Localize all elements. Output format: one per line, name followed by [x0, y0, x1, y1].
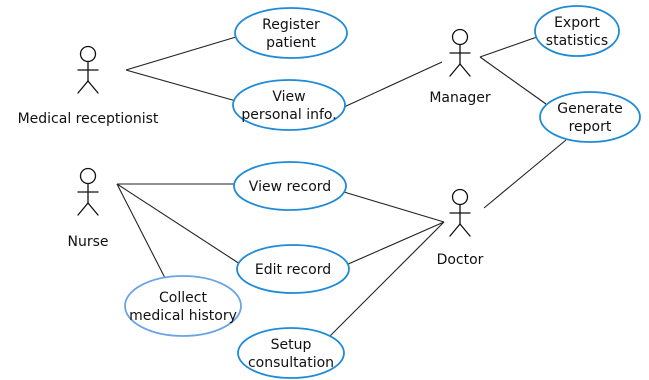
- actor-head: [79, 45, 97, 63]
- use-case-setup: Setup consultation: [237, 327, 345, 379]
- association-doctor-editrecord: [345, 221, 445, 266]
- actor-label: Nurse: [67, 234, 108, 250]
- use-case-ellipse: [534, 5, 620, 57]
- actor-manager: Manager: [429, 28, 491, 106]
- association-nurse-editrecord: [116, 183, 241, 265]
- use-case-label: Setup: [271, 337, 312, 353]
- use-case-ellipse: [233, 161, 347, 211]
- use-case-ellipse: [237, 327, 345, 379]
- use-case-ellipse: [124, 275, 242, 337]
- use-case-label: consultation: [248, 355, 334, 371]
- association-receptionist-register: [125, 36, 237, 71]
- use-case-viewrecord: View record: [233, 161, 347, 211]
- use-case-ellipse: [234, 7, 348, 59]
- association-doctor-generate: [483, 139, 567, 209]
- use-case-label: Collect: [159, 290, 207, 306]
- actor-left-leg: [449, 63, 461, 77]
- use-case-label: statistics: [546, 33, 608, 49]
- association-doctor-viewrecord: [343, 191, 445, 223]
- use-case-ellipse: [539, 91, 641, 143]
- actor-left-leg: [77, 80, 89, 94]
- association-nurse-collect: [116, 183, 166, 279]
- use-case-editrecord: Edit record: [236, 244, 350, 294]
- use-case-register: Register patient: [234, 7, 348, 59]
- use-case-collect: Collect medical history: [124, 275, 242, 337]
- actor-left-leg: [77, 202, 89, 216]
- actor-head: [451, 188, 469, 206]
- actor-nurse: Nurse: [67, 167, 109, 250]
- use-case-export: Export statistics: [534, 5, 620, 57]
- actor-right-leg: [87, 202, 99, 216]
- actor-right-leg: [87, 80, 99, 94]
- use-case-label: medical history: [129, 308, 237, 324]
- actor-head: [451, 28, 469, 46]
- use-case-generate: Generate report: [539, 91, 641, 143]
- actor-receptionist: Medical receptionist: [18, 45, 159, 127]
- actor-left-leg: [449, 223, 461, 237]
- use-case-label: View: [272, 89, 305, 105]
- use-case-ellipse: [236, 244, 350, 294]
- use-case-label: Edit record: [255, 262, 331, 278]
- use-case-label: report: [569, 119, 612, 135]
- association-doctor-setup: [329, 221, 445, 337]
- use-case-ellipse: [232, 79, 346, 131]
- use-case-label: View record: [249, 179, 331, 195]
- actor-right-leg: [459, 223, 471, 237]
- associations-layer: [116, 36, 567, 337]
- actor-right-leg: [459, 63, 471, 77]
- actor-label: Manager: [429, 90, 491, 106]
- actor-doctor: Doctor: [437, 188, 484, 268]
- actor-label: Doctor: [437, 252, 484, 268]
- use-case-label: Generate: [557, 101, 622, 117]
- use-case-viewinfo: View personal info.: [232, 79, 346, 131]
- use-case-label: Register: [262, 17, 320, 33]
- use-case-label: Export: [554, 15, 600, 31]
- actor-head: [79, 167, 97, 185]
- association-manager-viewinfo: [343, 61, 443, 108]
- actor-label: Medical receptionist: [18, 111, 159, 127]
- association-manager-generate: [479, 56, 547, 105]
- use-case-label: personal info.: [241, 107, 336, 123]
- association-receptionist-viewinfo: [125, 69, 237, 102]
- use-case-label: patient: [266, 35, 316, 51]
- association-manager-export: [479, 36, 538, 58]
